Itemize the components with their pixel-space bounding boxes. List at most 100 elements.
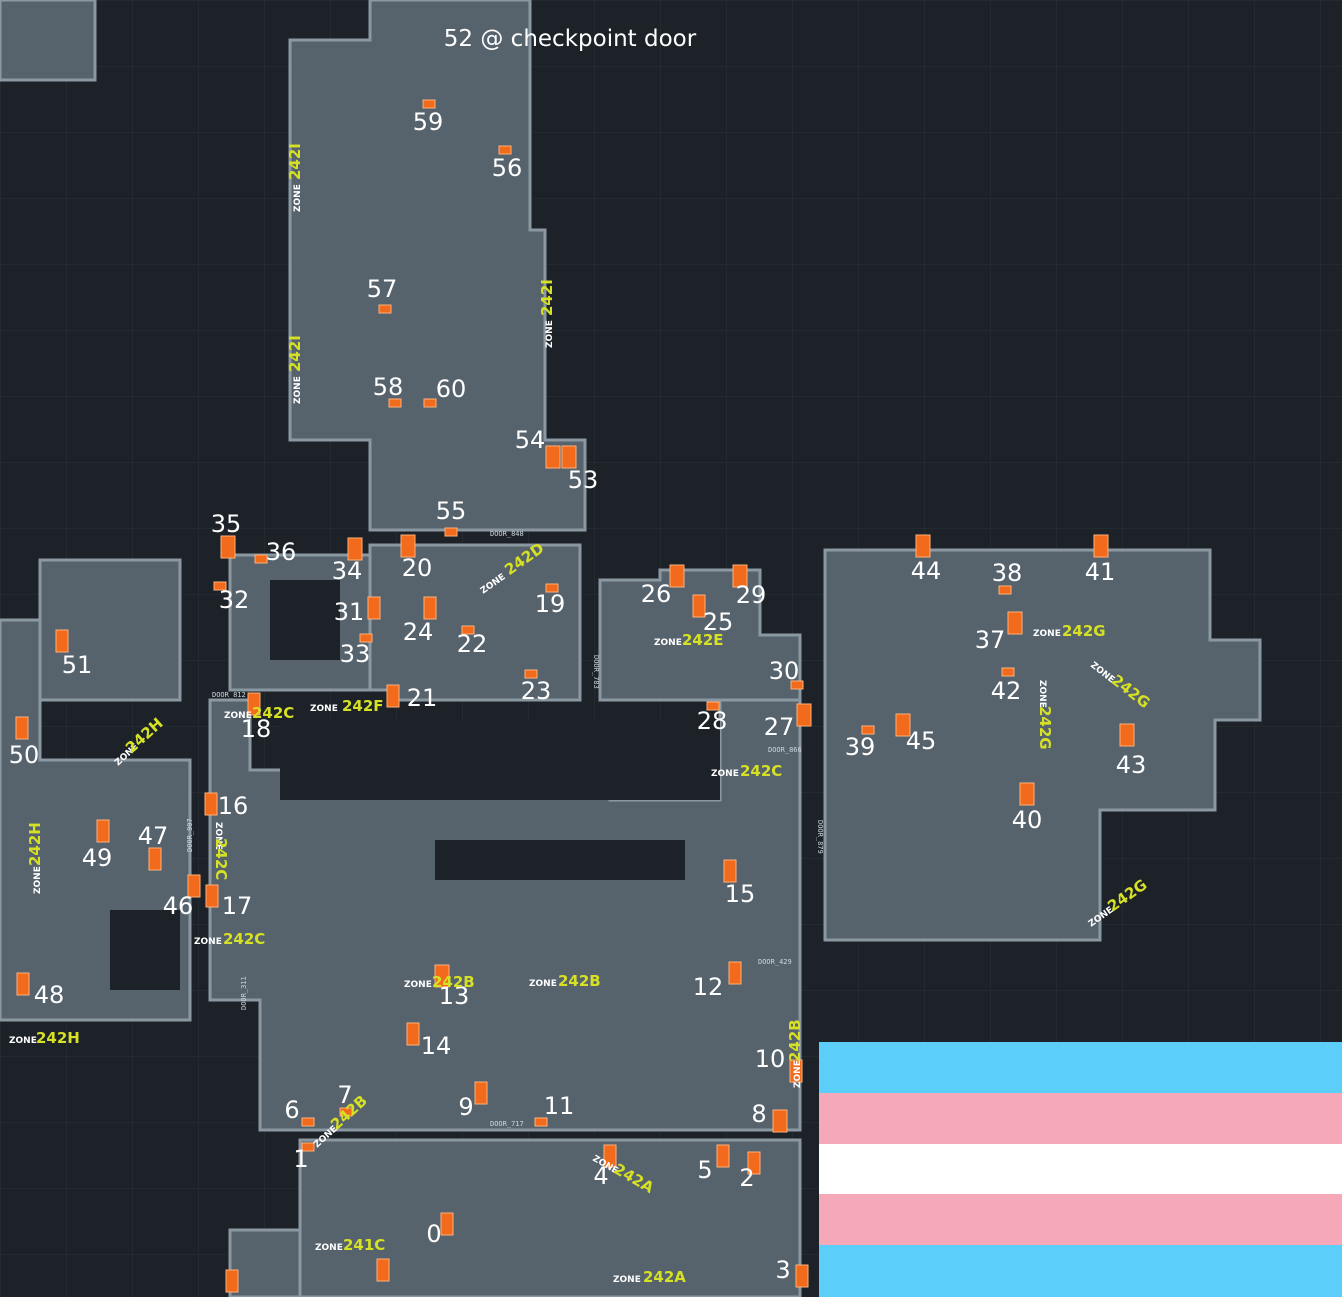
svg-text:242H: 242H [36, 1029, 80, 1047]
item-marker[interactable] [16, 717, 28, 739]
svg-text:242A: 242A [643, 1268, 686, 1286]
item-marker[interactable] [221, 536, 235, 558]
svg-text:ZONE: ZONE [194, 937, 222, 947]
item-marker[interactable] [368, 597, 380, 619]
item-marker[interactable] [916, 535, 930, 557]
flag-stripe [819, 1194, 1342, 1245]
item-marker[interactable] [724, 860, 736, 882]
item-marker[interactable] [441, 1213, 453, 1235]
item-marker[interactable] [226, 1270, 238, 1292]
marker-label: 40 [1012, 806, 1043, 834]
marker-label: 27 [764, 713, 795, 741]
flag-stripe [819, 1245, 1342, 1297]
item-marker[interactable] [17, 973, 29, 995]
marker-label: 17 [222, 892, 253, 920]
item-marker[interactable] [797, 704, 811, 726]
svg-text:ZONE: ZONE [9, 1036, 37, 1046]
item-marker[interactable] [1008, 612, 1022, 634]
marker-label: 31 [334, 598, 365, 626]
marker-label: 16 [218, 792, 249, 820]
item-marker[interactable] [773, 1110, 787, 1132]
marker-label: 36 [266, 538, 297, 566]
marker-label: 15 [725, 880, 756, 908]
svg-text:242F: 242F [342, 697, 384, 715]
item-marker[interactable] [1002, 668, 1014, 676]
marker-label: 32 [219, 586, 250, 614]
marker-label: 21 [407, 684, 438, 712]
svg-text:242G: 242G [1062, 622, 1106, 640]
svg-text:ZONE: ZONE [545, 320, 555, 348]
marker-label: 0 [426, 1220, 441, 1248]
item-marker[interactable] [717, 1145, 729, 1167]
item-marker[interactable] [205, 793, 217, 815]
item-marker[interactable] [670, 565, 684, 587]
marker-label: 53 [568, 466, 599, 494]
svg-text:242E: 242E [682, 631, 724, 649]
marker-label: 1 [293, 1145, 308, 1173]
item-marker[interactable] [379, 305, 391, 313]
marker-label: 49 [82, 844, 113, 872]
marker-label: 44 [911, 557, 942, 585]
item-marker[interactable] [423, 100, 435, 108]
item-marker[interactable] [1120, 724, 1134, 746]
item-marker[interactable] [475, 1082, 487, 1104]
item-marker[interactable] [387, 685, 399, 707]
item-marker[interactable] [1094, 535, 1108, 557]
item-marker[interactable] [97, 820, 109, 842]
marker-label: 24 [403, 618, 434, 646]
item-marker[interactable] [999, 586, 1011, 594]
svg-text:241C: 241C [343, 1236, 385, 1254]
item-marker[interactable] [407, 1023, 419, 1045]
flag-stripe [819, 1042, 1342, 1093]
marker-label: 37 [975, 626, 1006, 654]
item-marker[interactable] [562, 446, 576, 468]
item-marker[interactable] [56, 630, 68, 652]
item-marker[interactable] [206, 885, 218, 907]
marker-label: 3 [775, 1256, 790, 1284]
marker-label: 30 [769, 657, 800, 685]
marker-label: 6 [284, 1096, 299, 1124]
marker-label: 5 [697, 1156, 712, 1184]
svg-text:242G: 242G [1036, 706, 1054, 750]
marker-label: 51 [62, 651, 93, 679]
item-marker[interactable] [377, 1259, 389, 1281]
door-tag: DOOR_783 [592, 655, 600, 689]
item-marker[interactable] [445, 528, 457, 536]
marker-label: 50 [9, 741, 40, 769]
item-marker[interactable] [149, 848, 161, 870]
svg-text:ZONE: ZONE [711, 769, 739, 779]
item-marker[interactable] [1020, 783, 1034, 805]
flag-stripe [819, 1144, 1342, 1194]
marker-label: 38 [992, 559, 1023, 587]
svg-text:ZONE: ZONE [613, 1275, 641, 1285]
item-marker[interactable] [499, 146, 511, 154]
marker-label: 47 [138, 822, 169, 850]
item-marker[interactable] [796, 1265, 808, 1287]
door-tag: DOOR_866 [768, 746, 802, 754]
item-marker[interactable] [424, 399, 436, 407]
svg-text:242B: 242B [558, 972, 601, 990]
flag-overlay [819, 1042, 1342, 1297]
item-marker[interactable] [546, 446, 560, 468]
svg-text:242I: 242I [538, 279, 556, 316]
marker-label: 59 [413, 108, 444, 136]
marker-label: 34 [332, 557, 363, 585]
item-marker[interactable] [424, 597, 436, 619]
marker-label: 55 [436, 497, 467, 525]
marker-label: 33 [340, 640, 371, 668]
marker-label: 42 [991, 677, 1022, 705]
marker-label: 29 [736, 581, 767, 609]
svg-text:ZONE: ZONE [1037, 680, 1047, 708]
marker-label: 45 [906, 727, 937, 755]
svg-text:242I: 242I [286, 335, 304, 372]
svg-text:ZONE: ZONE [404, 980, 432, 990]
map-title: 52 @ checkpoint door [444, 26, 697, 52]
item-marker[interactable] [302, 1118, 314, 1126]
marker-label: 19 [535, 590, 566, 618]
svg-text:242C: 242C [223, 930, 265, 948]
item-marker[interactable] [729, 962, 741, 984]
door-tag: DOOR_717 [490, 1120, 524, 1128]
svg-text:ZONE: ZONE [310, 704, 338, 714]
marker-label: 8 [751, 1100, 766, 1128]
